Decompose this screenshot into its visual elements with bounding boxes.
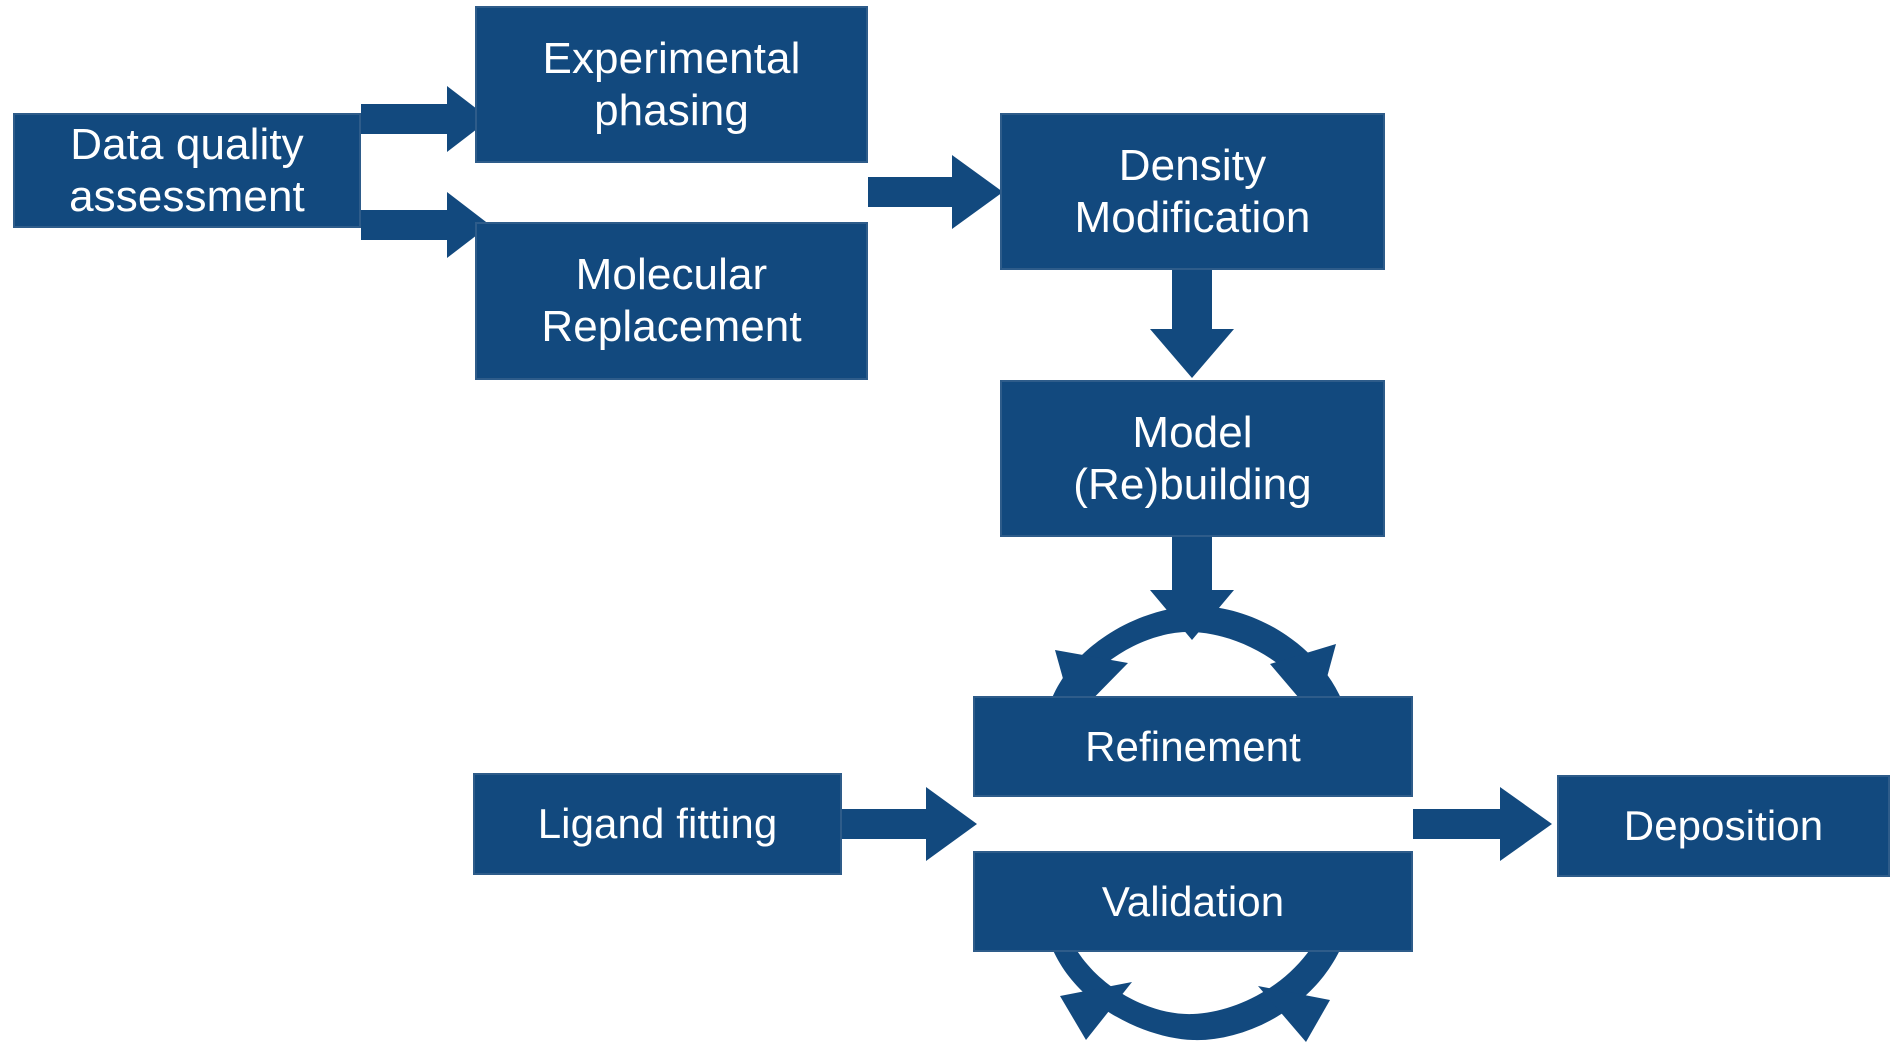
arrow-modelrebuilding-to-refinement: [1150, 537, 1234, 640]
refinement-validation-cycle-arrow: [1043, 605, 1352, 1042]
arrow-ligandfitting-to-cycle: [842, 787, 977, 861]
node-validation[interactable]: Validation: [973, 851, 1413, 952]
cycle-arrowhead-bottom-left: [1060, 982, 1132, 1040]
arrow-dataquality-to-molreplacement: [361, 192, 490, 258]
cycle-arrowhead-bottom-right: [1258, 986, 1330, 1042]
node-refinement[interactable]: Refinement: [973, 696, 1413, 797]
arrow-cycle-to-deposition: [1413, 787, 1552, 861]
node-density-modification[interactable]: Density Modification: [1000, 113, 1385, 270]
node-ligand-fitting[interactable]: Ligand fitting: [473, 773, 842, 875]
arrow-dataquality-to-expphasing: [361, 86, 490, 152]
node-model-rebuilding[interactable]: Model (Re)building: [1000, 380, 1385, 537]
node-experimental-phasing[interactable]: Experimental phasing: [475, 6, 868, 163]
node-molecular-replacement[interactable]: Molecular Replacement: [475, 222, 868, 380]
node-deposition[interactable]: Deposition: [1557, 775, 1890, 877]
node-data-quality-assessment[interactable]: Data quality assessment: [13, 113, 361, 228]
arrow-phasing-to-densitymod: [868, 155, 1003, 229]
arrow-densitymod-to-modelrebuilding: [1150, 270, 1234, 378]
